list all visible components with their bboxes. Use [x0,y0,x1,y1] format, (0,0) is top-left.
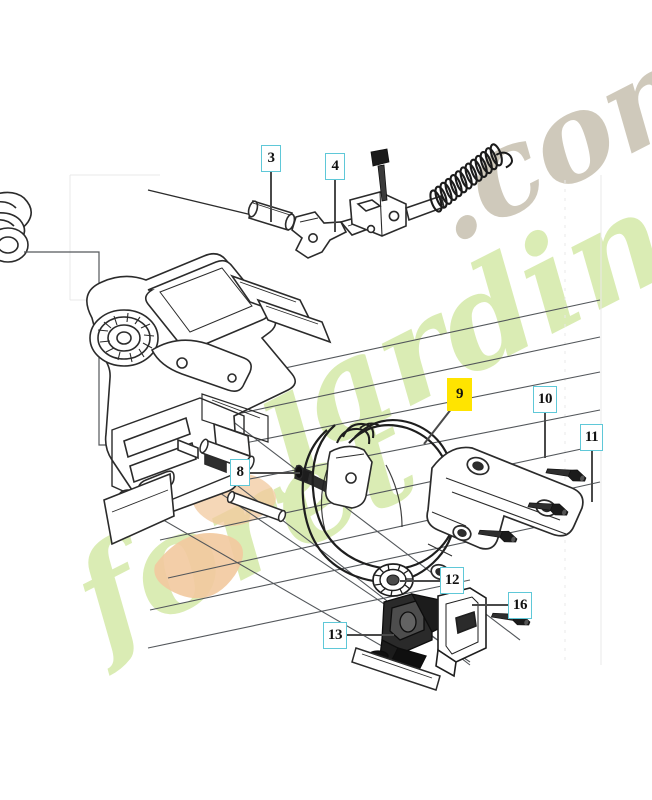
part-4-screw [370,148,390,202]
part-12-drive-sprocket [372,563,414,597]
part-16-chain-catcher [435,587,487,678]
callout-16[interactable]: 16 [508,592,532,619]
watermark-dotcom: .com [401,0,652,271]
callout-leader-lines [250,172,593,636]
watermark-foret: foret [42,377,440,682]
callout-4[interactable]: 4 [325,153,345,180]
part-8-mount-bracket [324,445,373,509]
callout-8[interactable]: 8 [230,459,250,486]
part-lower-rail [351,647,441,691]
callout-13[interactable]: 13 [323,622,347,649]
part-long-pin [226,490,287,523]
callout-9-highlighted[interactable]: 9 [450,381,469,408]
part-main-housing [86,252,332,546]
part-9-brake-band [301,419,459,584]
partial-part-left-edge [0,191,32,263]
part-4-brake-linkage [291,191,445,259]
callout-10[interactable]: 10 [533,386,557,413]
part-3-adjuster-pin [147,189,296,232]
part-brake-spring [419,141,513,214]
callout-3[interactable]: 3 [261,145,281,172]
callout-12[interactable]: 12 [440,567,464,594]
watermark-accent-swirl [154,533,243,599]
flywheel [89,309,159,367]
leader-9 [423,407,453,445]
callout-11[interactable]: 11 [580,424,603,451]
